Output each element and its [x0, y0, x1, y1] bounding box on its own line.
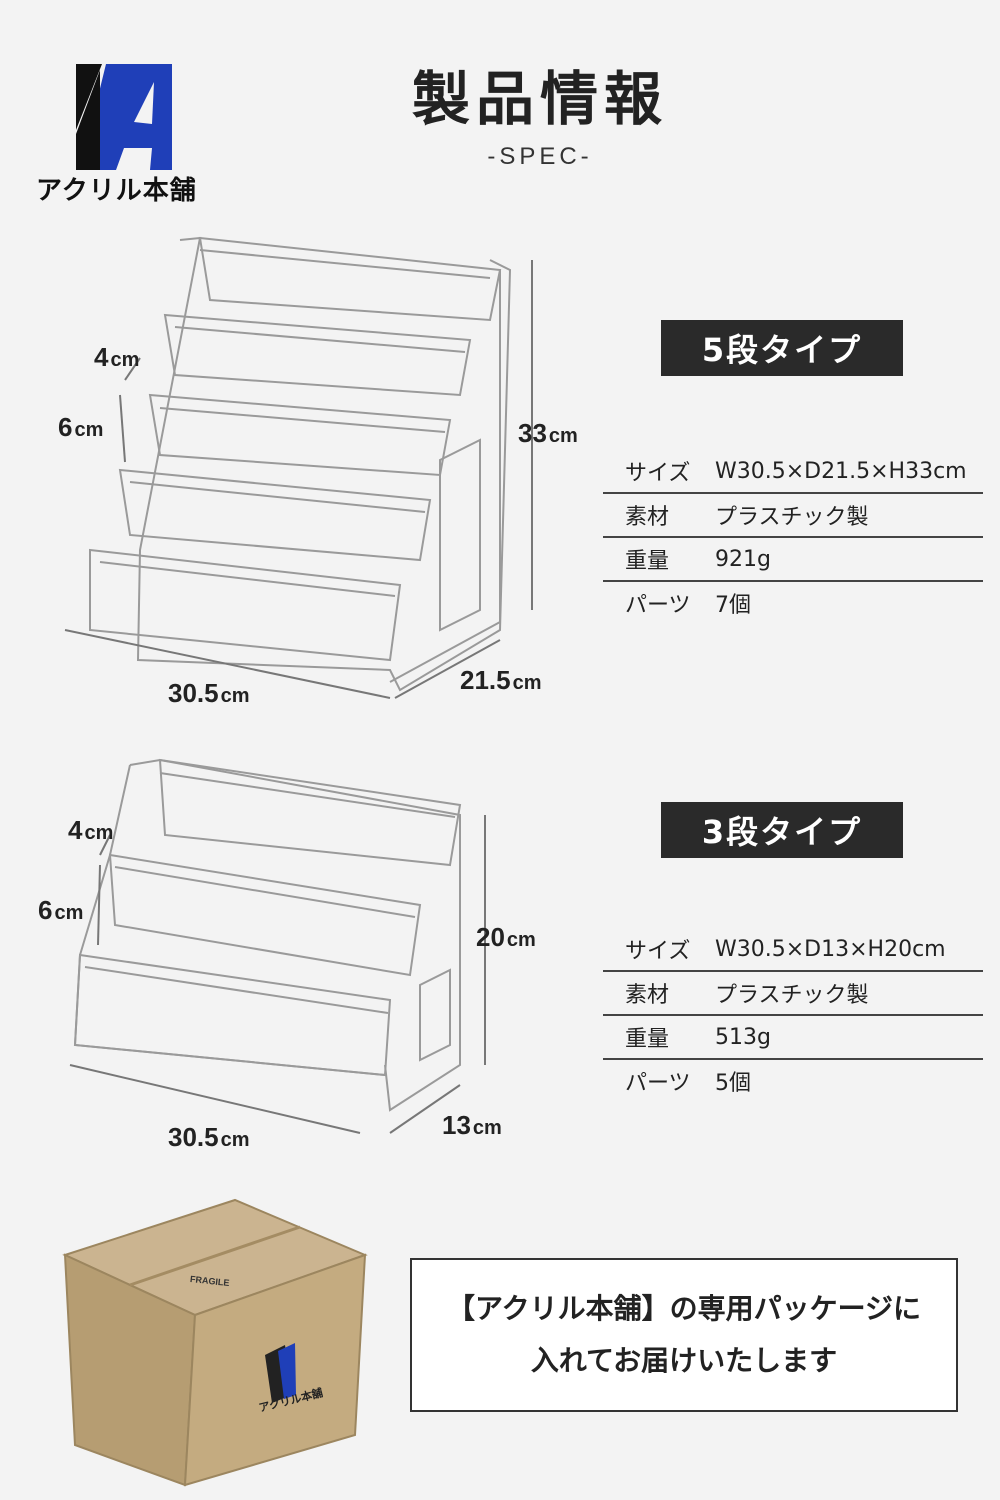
page-title: 製品情報: [411, 65, 668, 133]
brand-logo-text: アクリル本舗: [36, 176, 197, 206]
three-tier-stand-illustration: [69, 758, 486, 1134]
page-subtitle: -SPEC-: [487, 143, 593, 170]
cardboard-package-icon: [62, 1198, 368, 1487]
brand-logo-icon: [76, 64, 172, 170]
five-tier-stand-illustration: [64, 236, 533, 699]
package-note: 【アクリル本舗】の専用パッケージに 入れてお届けいたします: [410, 1258, 958, 1412]
spec-row-material: 素材プラスチック製: [603, 494, 983, 538]
package-note-line1: 【アクリル本舗】の専用パッケージに: [446, 1292, 922, 1325]
five-tier-badge: 5段タイプ: [661, 320, 903, 376]
three-tier-badge: 3段タイプ: [661, 802, 903, 858]
package-note-line2: 入れてお届けいたします: [530, 1344, 838, 1377]
spec-row-material: 素材プラスチック製: [603, 972, 983, 1016]
